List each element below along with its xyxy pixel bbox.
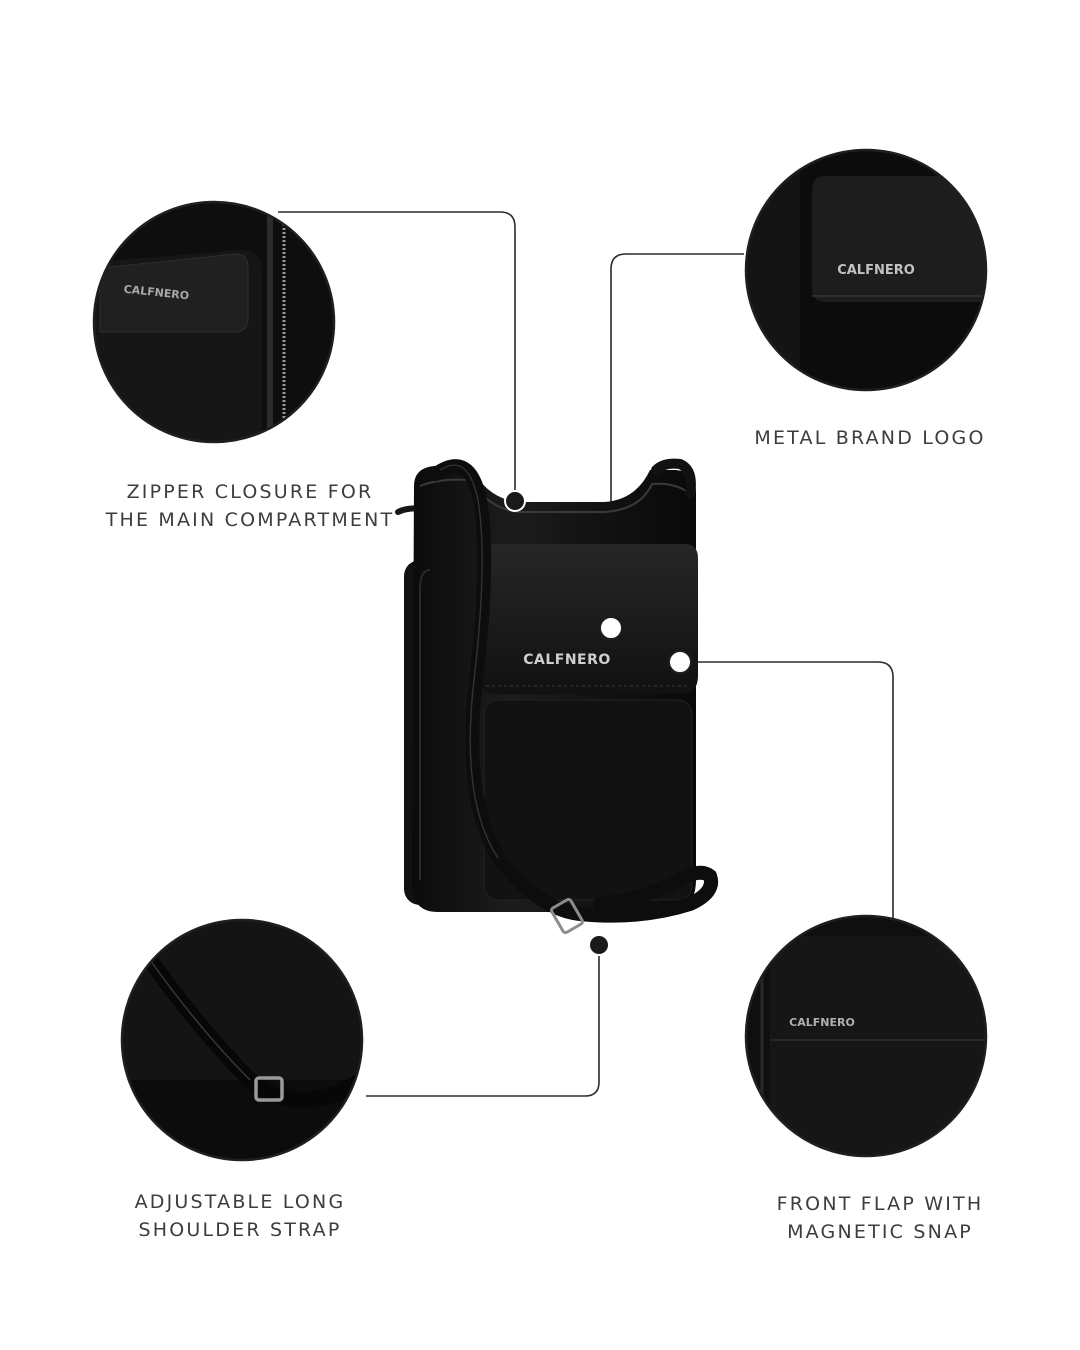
marker-strap [588,934,610,956]
callout-lines [278,211,894,1097]
feature-label-zipper: ZIPPER CLOSURE FOR THE MAIN COMPARTMENT [40,478,460,534]
callout-line-strap [366,956,600,1097]
strap-edge-highlight [439,464,499,859]
feature-label-logo: METAL BRAND LOGO [720,424,1020,452]
feature-label-flap-line-1: FRONT FLAP WITH [776,1193,984,1215]
feature-label-strap-line-1: ADJUSTABLE LONG [134,1191,346,1213]
bag-front-flap [478,544,698,694]
bag-top-edge [419,478,691,513]
callout-line-flap [692,661,894,918]
zoom-circle-flap: CALFNERO [744,914,988,1158]
feature-label-strap-line-2: SHOULDER STRAP [138,1219,342,1241]
callout-line-logo [610,253,744,616]
feature-label-zipper-line-2: THE MAIN COMPARTMENT [105,509,395,531]
feature-label-flap-line-2: MAGNETIC SNAP [787,1221,973,1243]
bag-product-image: CALFNERO [395,458,718,935]
marker-logo [599,616,623,640]
strap-right-anchor [651,458,696,499]
zoom-circle-zipper: CALFNERO [92,200,336,444]
feature-label-logo-line-1: METAL BRAND LOGO [754,427,986,449]
zoom-circle-strap [120,918,364,1162]
bag-logo-plate: CALFNERO [523,652,611,668]
bag-shoulder-strap [429,459,718,923]
bag-logo-text: CALFNERO [523,652,611,668]
bag-side-seam [419,569,431,880]
zoom-circle-logo: CALFNERO [744,148,988,392]
marker-flap [668,650,692,674]
feature-label-flap: FRONT FLAP WITH MAGNETIC SNAP [730,1190,1030,1246]
marker-zipper [504,490,526,512]
strap-buckle [550,897,584,935]
callout-line-zipper [278,211,516,490]
feature-label-zipper-line-1: ZIPPER CLOSURE FOR [126,481,374,503]
callout-markers [504,490,692,956]
zoom-strap-buckle [254,1076,284,1102]
zoom-logo-text: CALFNERO [837,263,915,278]
zoom-flap-logo-text: CALFNERO [789,1016,855,1029]
feature-label-strap: ADJUSTABLE LONG SHOULDER STRAP [90,1188,390,1244]
